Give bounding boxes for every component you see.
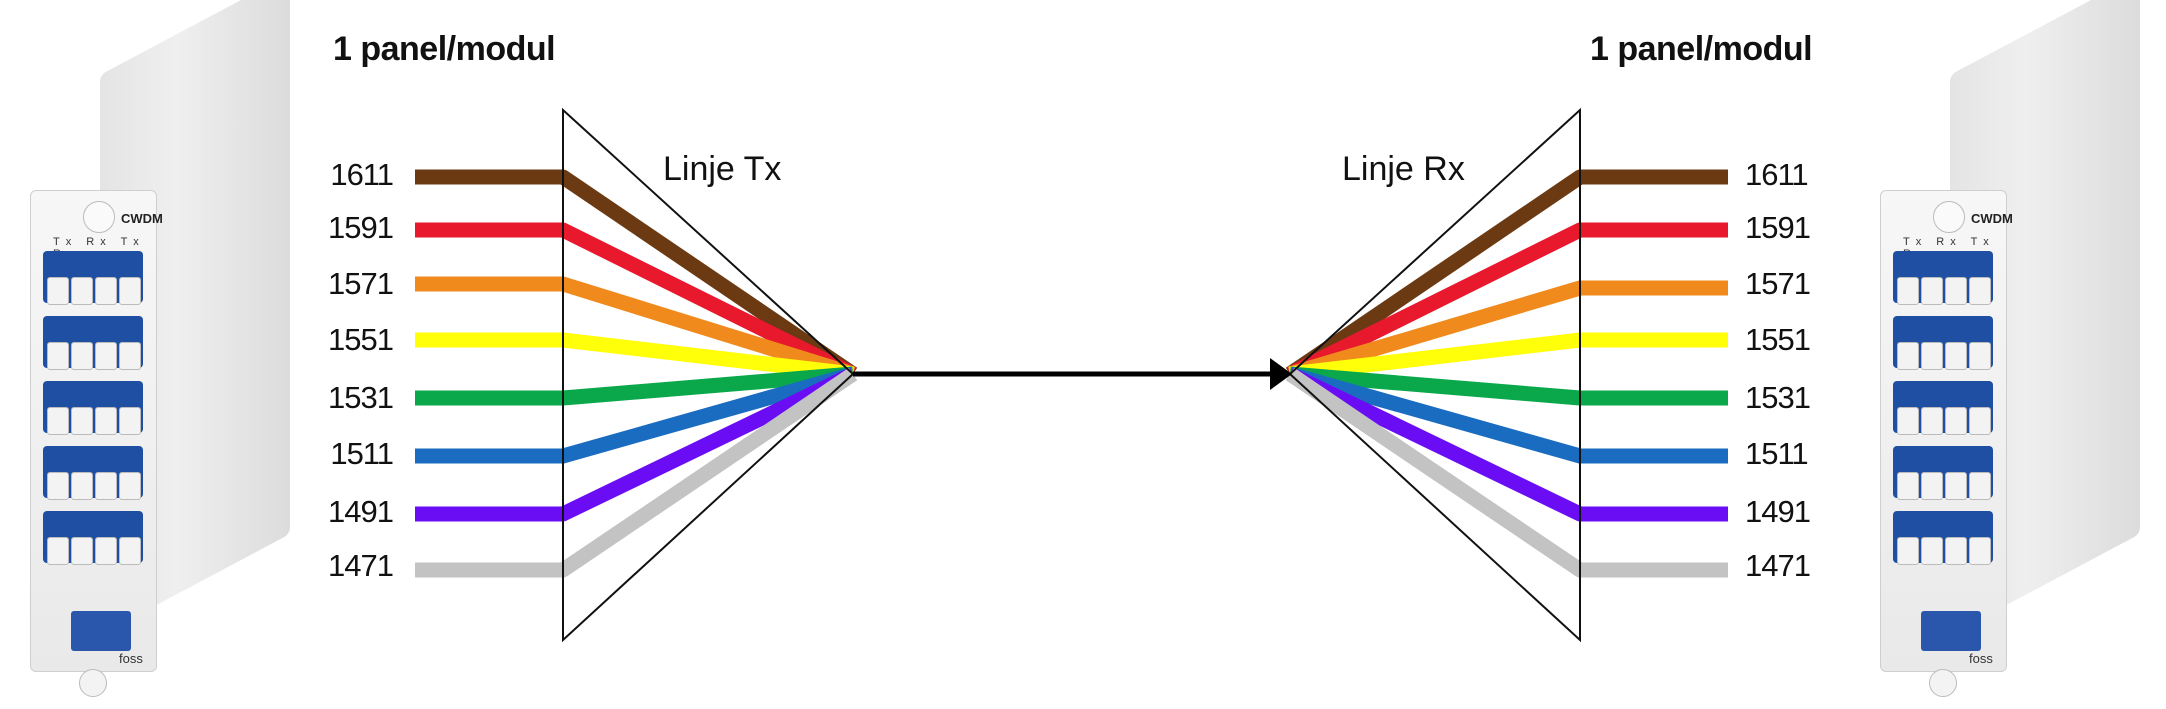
cwdm-module-left: CWDM Tx Rx Tx Rx foss: [30, 0, 290, 697]
monitor-port: [1921, 611, 1981, 651]
lc-port-row: [43, 381, 143, 435]
lc-port-row: [43, 511, 143, 565]
lc-port-row: [1893, 316, 1993, 370]
wavelength-label-tx: 1491: [328, 494, 394, 529]
lc-port-row: [43, 316, 143, 370]
lc-port-row: [43, 446, 143, 500]
demux-triangle-rx: [1288, 107, 1581, 643]
wavelength-label-tx: 1571: [328, 266, 394, 301]
wavelength-label-tx: 1531: [328, 380, 394, 415]
wavelength-label-rx: 1551: [1745, 322, 1811, 357]
wavelength-label-rx: 1471: [1745, 548, 1811, 583]
wavelength-label-rx: 1531: [1745, 380, 1811, 415]
thumb-screw-icon: [79, 669, 107, 697]
monitor-port: [71, 611, 131, 651]
wavelength-label-tx: 1471: [328, 548, 394, 583]
module-front-panel: CWDM Tx Rx Tx Rx foss: [30, 190, 163, 697]
trunk-arrowhead-icon: [1270, 358, 1292, 390]
panel-heading-right: 1 panel/modul: [1590, 30, 1813, 68]
lc-port-row: [1893, 446, 1993, 500]
cwdm-module-right: CWDM Tx Rx Tx Rx foss: [1880, 0, 2140, 697]
wavelength-label-tx: 1551: [328, 322, 394, 357]
lc-port-row: [1893, 381, 1993, 435]
wavelength-label-rx: 1591: [1745, 210, 1811, 245]
module-brand: CWDM: [1971, 211, 2013, 226]
thumb-screw-icon: [83, 201, 115, 233]
mux-triangle-tx: [562, 107, 855, 643]
line-label-rx: Linje Rx: [1342, 150, 1465, 188]
wavelength-label-tx: 1591: [328, 210, 394, 245]
module-front-panel: CWDM Tx Rx Tx Rx foss: [1880, 190, 2013, 697]
module-logo: foss: [1969, 651, 1993, 666]
module-brand: CWDM: [121, 211, 163, 226]
wavelength-label-tx: 1611: [330, 157, 394, 192]
lc-port-row: [1893, 511, 1993, 565]
wavelength-label-rx: 1611: [1745, 157, 1809, 192]
fibers-right-group: [1285, 169, 1728, 578]
thumb-screw-icon: [1933, 201, 1965, 233]
module-logo: foss: [119, 651, 143, 666]
thumb-screw-icon: [1929, 669, 1957, 697]
wavelength-label-rx: 1491: [1745, 494, 1811, 529]
fibers-left-group: [415, 169, 858, 578]
line-label-tx: Linje Tx: [663, 150, 782, 188]
lc-port-row: [43, 251, 143, 305]
panel-heading-left: 1 panel/modul: [333, 30, 556, 68]
wavelength-label-rx: 1511: [1745, 436, 1809, 471]
lc-port-row: [1893, 251, 1993, 305]
wavelength-label-rx: 1571: [1745, 266, 1811, 301]
wavelength-label-tx: 1511: [330, 436, 394, 471]
